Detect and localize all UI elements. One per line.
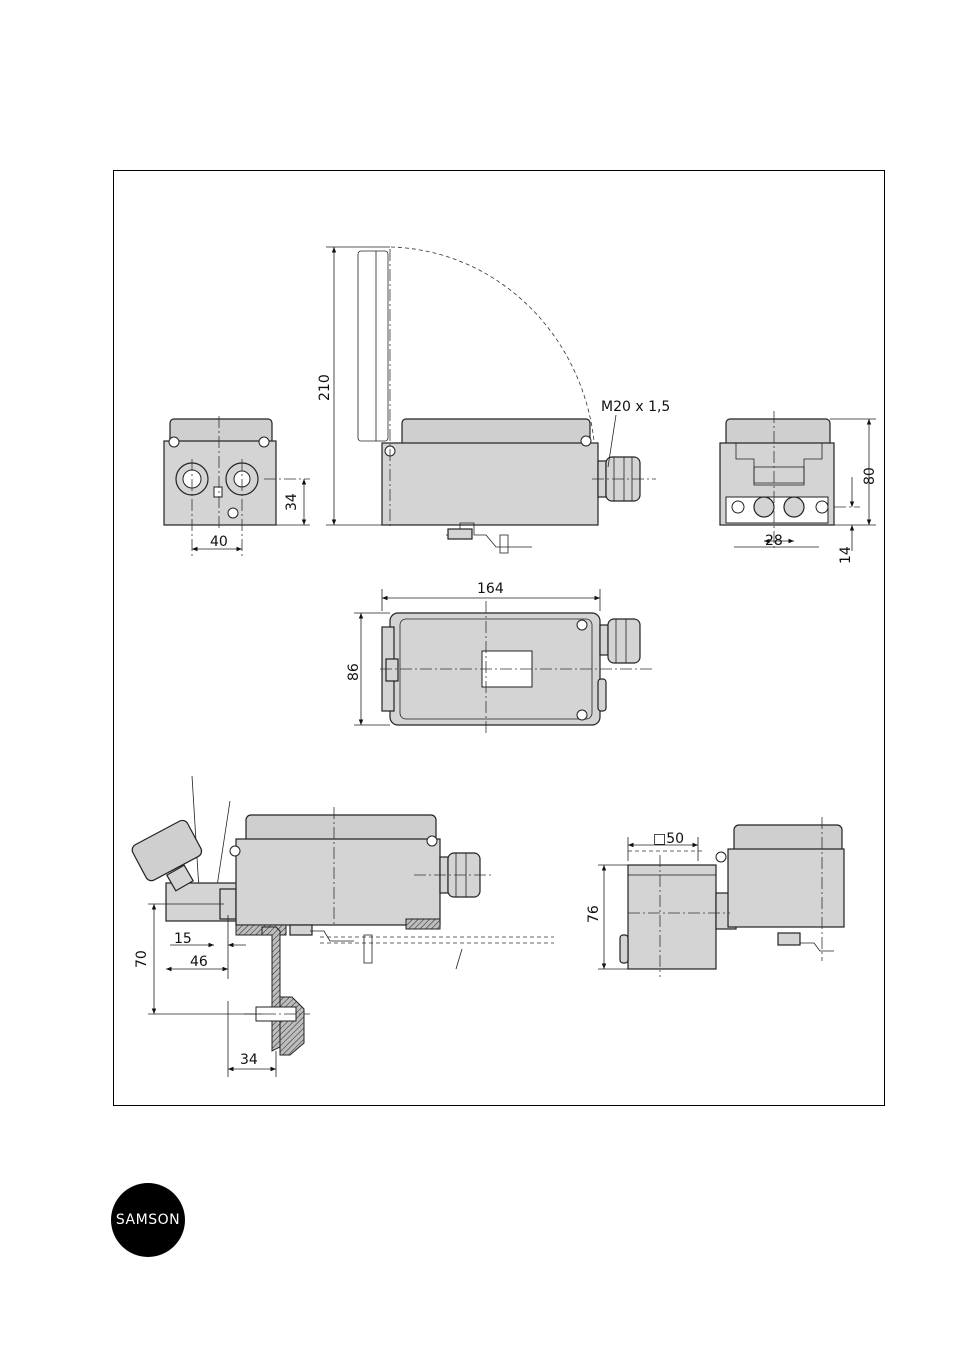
- dim-15: 15: [174, 931, 192, 947]
- dim-50-square: □50: [653, 831, 684, 847]
- dim-14: 14: [838, 546, 854, 564]
- dim-86: 86: [346, 663, 362, 681]
- technical-drawing: 40 34 210 M20 x 1,5: [114, 171, 886, 1107]
- dim-70: 70: [134, 950, 150, 968]
- mounting-view-left: [130, 776, 554, 1077]
- dim-210: 210: [317, 374, 333, 401]
- samson-logo: SAMSON: [111, 1183, 185, 1257]
- drawing-frame: 40 34 210 M20 x 1,5: [113, 170, 885, 1106]
- left-end-view: [164, 416, 310, 556]
- dim-80: 80: [862, 467, 878, 485]
- right-end-view: [720, 411, 876, 551]
- dim-46: 46: [190, 954, 208, 970]
- top-view: [354, 589, 654, 733]
- dim-76: 76: [586, 905, 602, 923]
- dim-28: 28: [765, 533, 783, 549]
- dim-34-bottom: 34: [240, 1052, 258, 1068]
- dim-164: 164: [477, 581, 504, 597]
- dim-40: 40: [210, 534, 228, 550]
- mounting-view-right: [598, 817, 844, 977]
- dim-34-left: 34: [284, 493, 300, 511]
- logo-text: SAMSON: [116, 1212, 180, 1228]
- thread-label: M20 x 1,5: [601, 399, 670, 415]
